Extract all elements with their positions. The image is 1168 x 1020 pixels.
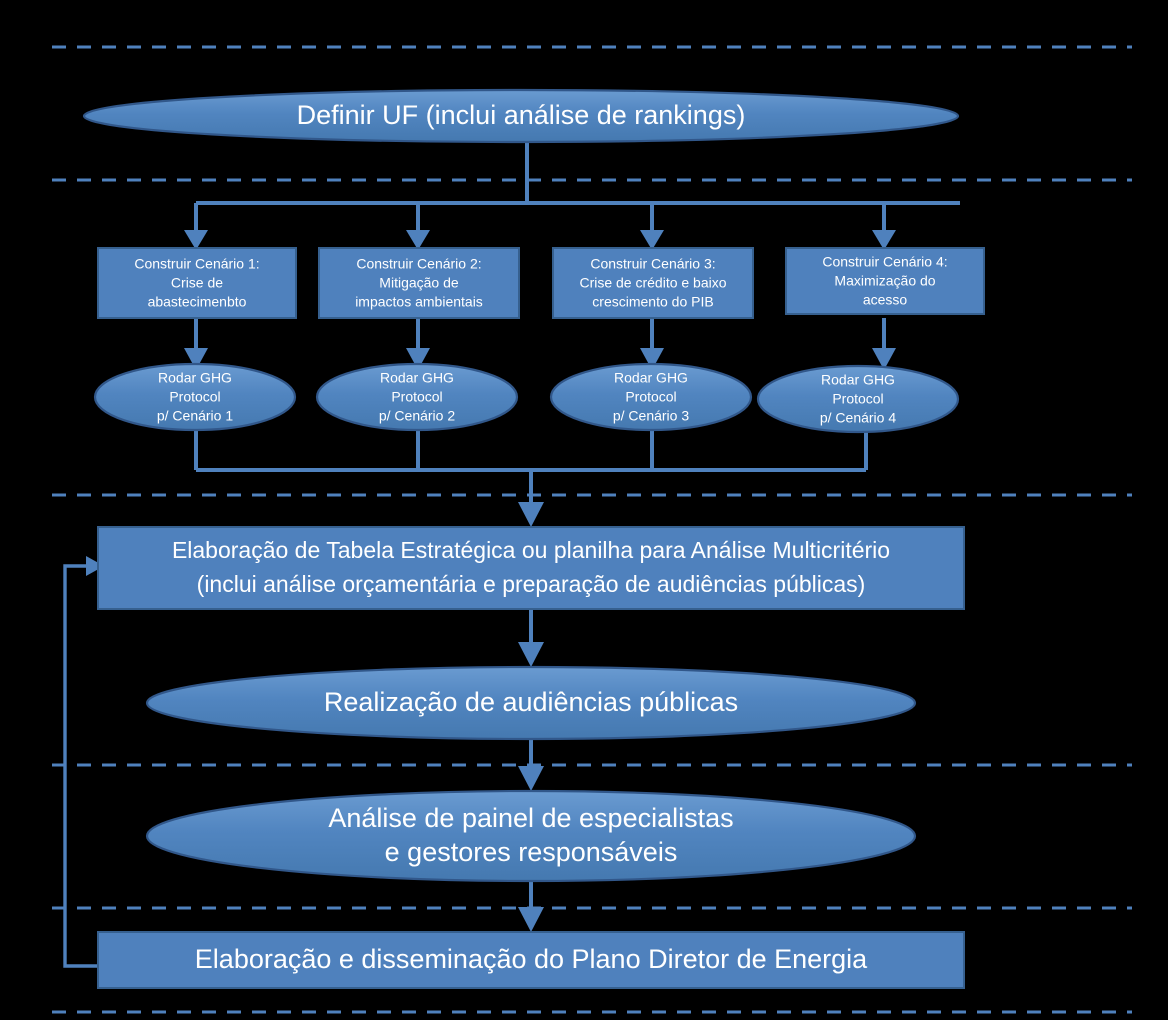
ghg-3-shape bbox=[549, 362, 753, 432]
node-plano-diretor[interactable]: Elaboração e disseminação do Plano Diret… bbox=[97, 931, 965, 989]
node-painel-especialistas[interactable]: Análise de painel de especialistas e ges… bbox=[145, 789, 917, 883]
ghg-1-line-1: Rodar GHG bbox=[158, 370, 232, 386]
section-dividers bbox=[52, 45, 1132, 1014]
scenario-2-shape bbox=[318, 247, 520, 319]
audiencias-publicas-label: Realização de audiências públicas bbox=[324, 687, 738, 717]
scenario-3-line-1: Construir Cenário 3: bbox=[590, 256, 715, 272]
ghg-4-line-1: Rodar GHG bbox=[821, 372, 895, 388]
ghg-1-shape bbox=[93, 362, 297, 432]
tabela-estrategica-shape bbox=[97, 526, 965, 610]
arrow-head-scenario-4 bbox=[872, 230, 896, 250]
scenario-1-line-2: Crise de bbox=[171, 275, 223, 291]
ghg-3-line-3: p/ Cenário 3 bbox=[613, 408, 689, 424]
node-ghg-1[interactable]: Rodar GHG Protocol p/ Cenário 1 bbox=[93, 362, 297, 432]
scenario-1-shape bbox=[97, 247, 297, 319]
connectors bbox=[63, 137, 960, 968]
plano-diretor-label: Elaboração e disseminação do Plano Diret… bbox=[195, 944, 868, 974]
scenario-3-shape bbox=[552, 247, 754, 319]
ghg-3-line-1: Rodar GHG bbox=[614, 370, 688, 386]
plano-diretor-shape bbox=[97, 931, 965, 989]
arrow-head-panel bbox=[518, 766, 544, 791]
node-ghg-4[interactable]: Rodar GHG Protocol p/ Cenário 4 bbox=[756, 364, 960, 434]
connector-feedback-loop bbox=[63, 564, 98, 968]
scenario-3-line-3: crescimento do PIB bbox=[592, 294, 713, 310]
ghg-4-line-2: Protocol bbox=[832, 391, 883, 407]
scenario-2-line-3: impactos ambientais bbox=[355, 294, 483, 310]
arrow-head-scenario-2 bbox=[406, 230, 430, 250]
definir-uf-shape bbox=[82, 88, 960, 144]
arrow-head-ghg-4 bbox=[872, 348, 896, 370]
audiencias-publicas-shape bbox=[145, 665, 917, 741]
node-scenario-2[interactable]: Construir Cenário 2: Mitigação de impact… bbox=[318, 247, 520, 319]
node-scenario-3[interactable]: Construir Cenário 3: Crise de crédito e … bbox=[552, 247, 754, 319]
arrow-head-hearings bbox=[518, 642, 544, 667]
ghg-4-line-3: p/ Cenário 4 bbox=[820, 410, 896, 426]
scenario-4-shape bbox=[785, 247, 985, 315]
tabela-estrategica-line-1: Elaboração de Tabela Estratégica ou plan… bbox=[172, 537, 890, 563]
scenario-2-line-1: Construir Cenário 2: bbox=[356, 256, 481, 272]
scenario-2-line-2: Mitigação de bbox=[379, 275, 459, 291]
node-scenario-4[interactable]: Construir Cenário 4: Maximização do aces… bbox=[785, 247, 985, 315]
arrow-head-ghg-2 bbox=[406, 348, 430, 370]
arrow-head-plan bbox=[518, 907, 544, 932]
arrow-head-table bbox=[518, 502, 544, 527]
arrow-head-feedback bbox=[86, 556, 104, 576]
ghg-3-line-2: Protocol bbox=[625, 389, 676, 405]
scenario-1-line-3: abastecimenbto bbox=[148, 294, 247, 310]
painel-especialistas-line-1: Análise de painel de especialistas bbox=[328, 803, 733, 833]
arrow-head-ghg-1 bbox=[184, 348, 208, 370]
scenario-4-line-2: Maximização do bbox=[834, 273, 935, 289]
painel-especialistas-shape bbox=[145, 789, 917, 883]
node-ghg-3[interactable]: Rodar GHG Protocol p/ Cenário 3 bbox=[549, 362, 753, 432]
arrow-head-ghg-3 bbox=[640, 348, 664, 370]
node-audiencias-publicas[interactable]: Realização de audiências públicas bbox=[145, 665, 917, 741]
node-scenario-1[interactable]: Construir Cenário 1: Crise de abastecime… bbox=[97, 247, 297, 319]
painel-especialistas-line-2: e gestores responsáveis bbox=[385, 837, 678, 867]
scenario-4-line-3: acesso bbox=[863, 292, 908, 308]
ghg-4-shape bbox=[756, 364, 960, 434]
ghg-2-shape bbox=[315, 362, 519, 432]
ghg-2-line-2: Protocol bbox=[391, 389, 442, 405]
arrow-head-scenario-1 bbox=[184, 230, 208, 250]
ghg-1-line-3: p/ Cenário 1 bbox=[157, 408, 233, 424]
node-tabela-estrategica[interactable]: Elaboração de Tabela Estratégica ou plan… bbox=[97, 526, 965, 610]
ghg-2-line-3: p/ Cenário 2 bbox=[379, 408, 455, 424]
tabela-estrategica-line-2: (inclui análise orçamentária e preparaçã… bbox=[197, 571, 866, 597]
node-ghg-2[interactable]: Rodar GHG Protocol p/ Cenário 2 bbox=[315, 362, 519, 432]
scenario-3-line-2: Crise de crédito e baixo bbox=[579, 275, 726, 291]
ghg-1-line-2: Protocol bbox=[169, 389, 220, 405]
scenario-4-line-1: Construir Cenário 4: bbox=[822, 254, 947, 270]
definir-uf-label: Definir UF (inclui análise de rankings) bbox=[297, 100, 746, 130]
ghg-2-line-1: Rodar GHG bbox=[380, 370, 454, 386]
arrow-head-scenario-3 bbox=[640, 230, 664, 250]
scenario-1-line-1: Construir Cenário 1: bbox=[134, 256, 259, 272]
node-definir-uf[interactable]: Definir UF (inclui análise de rankings) bbox=[82, 88, 960, 144]
